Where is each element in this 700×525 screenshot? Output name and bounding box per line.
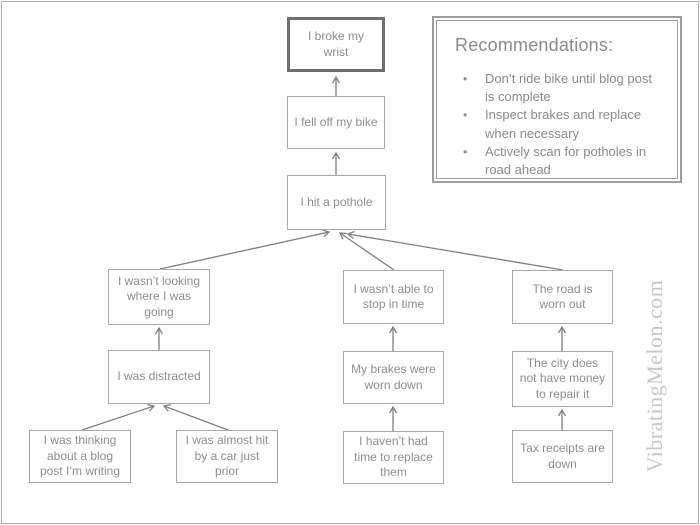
node-road-is-worn-out: The road is worn out: [512, 270, 613, 324]
recommendation-text: Actively scan for potholes in road ahead: [485, 143, 647, 177]
recommendations-title: Recommendations:: [455, 35, 614, 55]
recommendation-item: • Don’t ride bike until blog post is com…: [455, 70, 663, 106]
node-thinking-about-blog-post: I was thinking about a blog post I’m wri…: [29, 430, 131, 483]
bullet-icon: •: [463, 144, 468, 159]
node-brakes-worn-down: My brakes were worn down: [343, 351, 444, 404]
node-city-no-money: The city does not have money to repair i…: [512, 351, 613, 407]
edge-looking-to-pothole: [159, 229, 331, 270]
node-i-broke-my-wrist: I broke my wrist: [287, 17, 385, 72]
edge-car-to-distracted: [162, 404, 229, 431]
recommendation-text: Inspect brakes and replace when necessar…: [485, 107, 642, 141]
node-no-time-to-replace: I haven’t had time to replace them: [343, 431, 444, 484]
recommendations-box: Recommendations: • Don’t ride bike until…: [432, 16, 682, 183]
recommendation-text: Don’t ride bike until blog post is compl…: [485, 71, 652, 105]
recommendations-list: • Don’t ride bike until blog post is com…: [455, 70, 663, 179]
edge-blog-to-distracted: [81, 403, 156, 431]
node-wasnt-looking: I wasn’t looking where I was going: [108, 269, 210, 325]
bullet-icon: •: [463, 72, 468, 86]
recommendation-item: • Actively scan for potholes in road ahe…: [455, 143, 663, 179]
watermark-text: VibratingMelon.com: [642, 279, 667, 473]
node-tax-receipts-down: Tax receipts are down: [512, 430, 613, 483]
recommendation-item: • Inspect brakes and replace when necess…: [455, 106, 663, 142]
node-wasnt-able-to-stop: I wasn’t able to stop in time: [343, 270, 444, 324]
node-i-fell-off-my-bike: I fell off my bike: [287, 96, 385, 149]
node-i-hit-a-pothole: I hit a pothole: [287, 175, 386, 230]
edge-stop-to-pothole: [338, 232, 395, 271]
node-i-was-distracted: I was distracted: [108, 350, 210, 404]
edge-road-to-pothole: [346, 230, 564, 271]
bullet-icon: •: [463, 108, 468, 123]
node-almost-hit-by-car: I was almost hit by a car just prior: [176, 430, 278, 483]
recommendations-inner-border: Recommendations: • Don’t ride bike until…: [436, 20, 678, 179]
